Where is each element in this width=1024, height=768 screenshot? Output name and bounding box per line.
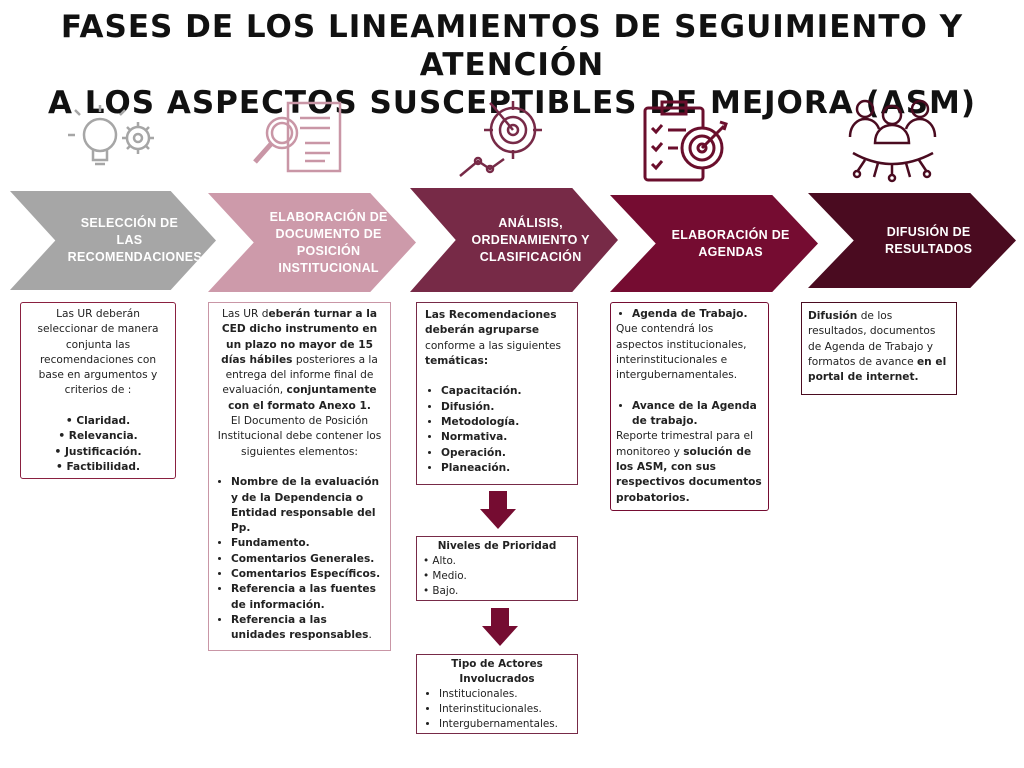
down-arrow-icon [480,491,516,529]
priority-levels-box: Niveles de Prioridad • Alto. • Medio. • … [416,536,578,601]
page-title: FASES DE LOS LINEAMIENTOS DE SEGUIMIENTO… [47,9,977,121]
phase-1-chevron: SELECCIÓN DE LAS RECOMENDACIONES [10,191,216,290]
phase-3-chevron: ANÁLISIS, ORDENAMIENTO Y CLASIFICACIÓN [410,188,618,292]
down-arrow-icon [482,608,518,646]
agendas-box: Agenda de Trabajo. Que contendrá los asp… [610,302,769,511]
clipboard-target-icon [643,100,728,182]
phase-2-chevron: ELABORACIÓN DE DOCUMENTO DE POSICIÓN INS… [208,193,416,292]
position-document-box: Las UR deberán turnar a la CED dicho ins… [208,302,391,651]
diffusion-box: Difusión de los resultados, documentos d… [801,302,957,395]
thematic-grouping-box: Las Recomendaciones deberán agruparse co… [416,302,578,485]
phase-5-chevron: DIFUSIÓN DE RESULTADOS [808,193,1016,288]
document-magnifier-icon [253,101,342,173]
target-chart-icon [459,101,542,177]
phase-4-chevron: ELABORACIÓN DE AGENDAS [610,195,818,292]
lightbulb-gear-icon [68,105,154,166]
people-network-icon [848,99,937,183]
actor-types-box: Tipo de Actores Involucrados Institucion… [416,654,578,734]
selection-criteria-box: Las UR deberán seleccionar de manera con… [20,302,176,479]
